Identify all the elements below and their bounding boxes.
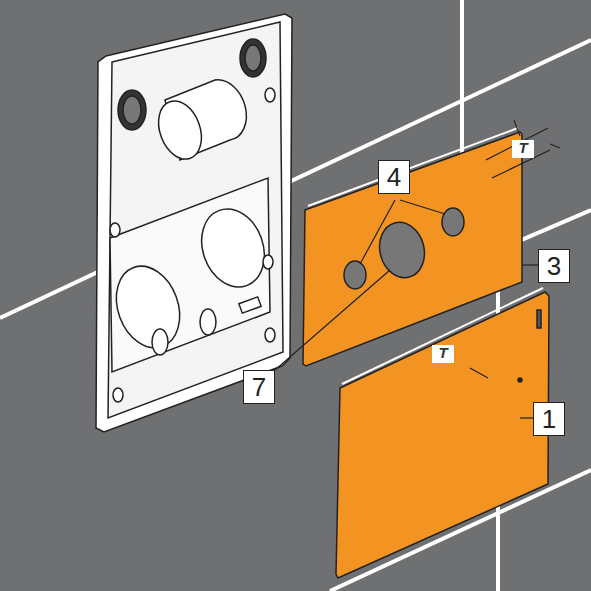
- callout-number: 4: [378, 160, 410, 194]
- callout-number: 7: [243, 370, 275, 404]
- callout-number: 1: [533, 402, 565, 436]
- dimension-label: T: [432, 345, 454, 363]
- dimension-label: T: [512, 140, 534, 158]
- callout-number: 3: [538, 249, 570, 283]
